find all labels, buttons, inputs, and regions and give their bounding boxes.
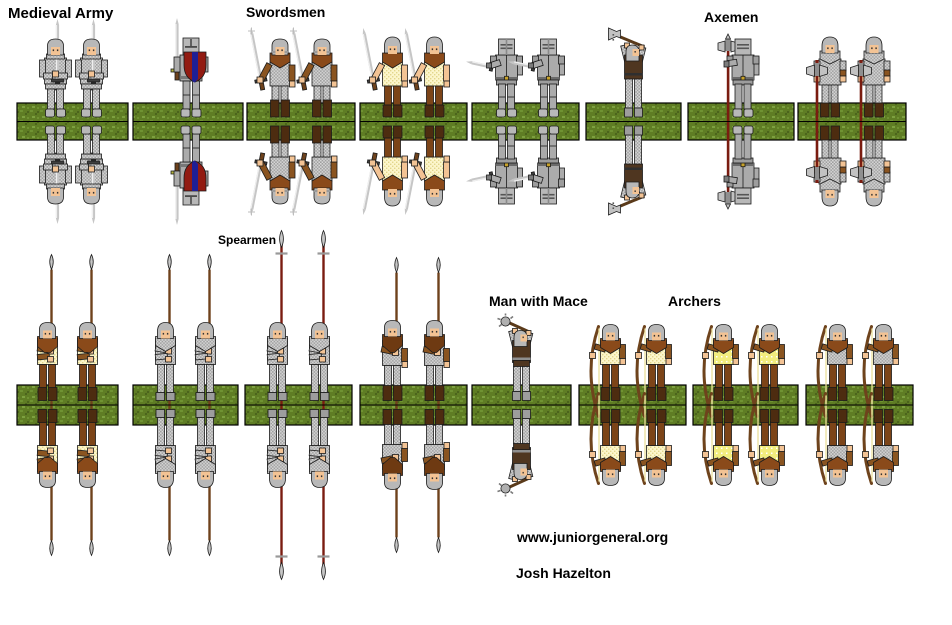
section-label-medieval-army: Medieval Army bbox=[8, 5, 114, 22]
stand-figures bbox=[806, 36, 891, 122]
stand-figures bbox=[702, 324, 785, 418]
stand-archers-mail bbox=[805, 324, 914, 487]
section-label-man-with-mace: Man with Mace bbox=[489, 293, 588, 309]
stand-spearmen-mail bbox=[132, 253, 239, 556]
stand-archers-bright bbox=[692, 324, 799, 487]
stand-knights-upright-swords bbox=[16, 19, 129, 225]
mirrored-figures bbox=[39, 125, 108, 225]
section-label-swordsmen: Swordsmen bbox=[246, 4, 326, 20]
stand-figures bbox=[717, 33, 760, 121]
stand-figures bbox=[36, 253, 98, 406]
stand-archers-gambeson bbox=[578, 324, 687, 487]
stand-knight-shield bbox=[132, 18, 244, 226]
stand-figures bbox=[154, 253, 216, 406]
stand-axeman-raised bbox=[585, 27, 682, 217]
stand-figures bbox=[816, 324, 899, 418]
mirrored-figures bbox=[36, 404, 98, 556]
stand-figures bbox=[380, 256, 450, 406]
section-label-archers: Archers bbox=[668, 293, 721, 309]
stand-spearmen-long-pikes bbox=[244, 229, 353, 581]
stand-figures bbox=[362, 27, 450, 118]
stand-plate-knights bbox=[464, 38, 580, 205]
stand-spearmen-gambeson bbox=[16, 253, 119, 556]
section-label-axemen: Axemen bbox=[704, 9, 759, 25]
stand-swordsmen-mail bbox=[244, 27, 356, 217]
stand-man-with-mace bbox=[471, 313, 572, 498]
stand-figures bbox=[608, 27, 647, 118]
stand-axemen-mail bbox=[797, 36, 907, 207]
stand-figures bbox=[39, 19, 108, 118]
stand-figures bbox=[589, 324, 672, 418]
section-label-spearmen: Spearmen bbox=[218, 233, 277, 247]
stand-spearmen-bearded bbox=[359, 256, 468, 553]
stand-figures bbox=[497, 313, 534, 401]
stand-figures bbox=[466, 38, 565, 118]
mirrored-figures bbox=[380, 404, 450, 553]
stand-figures bbox=[266, 229, 330, 406]
mirrored-figures bbox=[170, 125, 209, 226]
mirrored-figures bbox=[265, 403, 331, 581]
credit-author: Josh Hazelton bbox=[516, 565, 611, 581]
stand-figures bbox=[170, 18, 209, 118]
mirrored-figures bbox=[154, 404, 216, 556]
stand-figures bbox=[248, 27, 338, 118]
stand-swordsmen-gambeson bbox=[356, 27, 468, 217]
stand-poleaxe-knight bbox=[687, 33, 795, 210]
credit-website: www.juniorgeneral.org bbox=[517, 529, 669, 545]
